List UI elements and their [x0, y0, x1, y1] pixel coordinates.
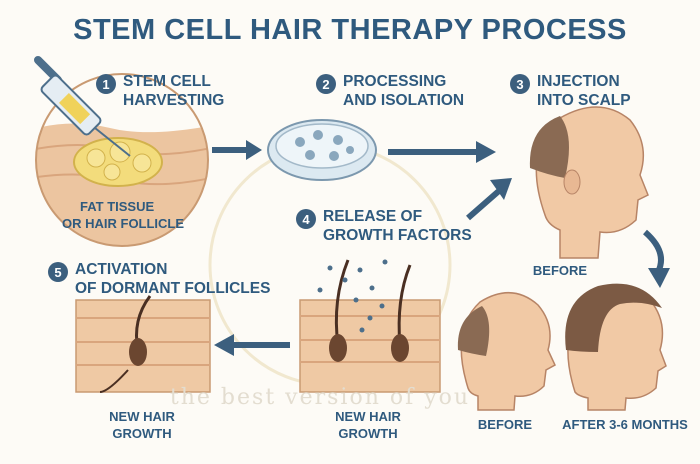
- step-5-line2: OF DORMANT FOLLICLES: [75, 280, 271, 297]
- step-2-line1: PROCESSING: [343, 73, 447, 90]
- fat-tissue-caption: FAT TISSUE OR HAIR FOLLICLE: [62, 198, 184, 232]
- arrow-2-to-3: [388, 141, 496, 163]
- step-3-label: 3 INJECTION INTO SCALP: [510, 72, 631, 110]
- step-1-label: 1 STEM CELL HARVESTING: [96, 72, 224, 110]
- growth-factors-illustration: [299, 259, 441, 393]
- watermark-text: the best version of you: [169, 385, 471, 410]
- head-after: [565, 283, 667, 411]
- dormant-follicle-illustration: [75, 295, 211, 393]
- step-5-line1: ACTIVATION: [75, 261, 168, 278]
- harvesting-illustration: [34, 56, 209, 247]
- step-3-line2: INTO SCALP: [537, 92, 631, 109]
- fat-tissue-line1: FAT TISSUE: [80, 199, 155, 214]
- step-2-number: 2: [316, 74, 336, 94]
- step-2-line2: AND ISOLATION: [343, 92, 465, 109]
- step-4-number: 4: [296, 209, 316, 229]
- arrow-1-to-2: [212, 140, 262, 160]
- syringe-icon: [34, 56, 131, 157]
- step-5-number: 5: [48, 262, 68, 282]
- step-3-number: 3: [510, 74, 530, 94]
- new-growth-mid-line2: GROWTH: [338, 426, 398, 441]
- new-growth-left-line1: NEW HAIR: [109, 409, 175, 424]
- step-4-line1: RELEASE OF: [323, 208, 423, 225]
- step-5-label: 5 ACTIVATION OF DORMANT FOLLICLES: [48, 260, 270, 298]
- arrow-3-down: [642, 229, 670, 288]
- step-4-line2: GROWTH FACTORS: [323, 227, 472, 244]
- petri-dish-illustration: [267, 119, 377, 181]
- new-growth-left-line2: GROWTH: [112, 426, 172, 441]
- step-1-number: 1: [96, 74, 116, 94]
- step-4-label: 4 RELEASE OF GROWTH FACTORS: [296, 207, 472, 245]
- before-top-caption: BEFORE: [532, 263, 588, 278]
- head-before-top: [529, 106, 649, 259]
- step-1-line1: STEM CELL: [123, 73, 211, 90]
- arrow-4-to-5: [214, 334, 290, 356]
- growth-factor-particles: [317, 259, 388, 333]
- arrow-4-to-3: [466, 178, 512, 221]
- new-hair-growth-left-caption: NEW HAIR GROWTH: [92, 408, 192, 442]
- step-1-line2: HARVESTING: [123, 92, 225, 109]
- fat-tissue-line2: OR HAIR FOLLICLE: [62, 216, 185, 231]
- page-title: STEM CELL HAIR THERAPY PROCESS: [73, 14, 627, 46]
- new-hair-growth-mid-caption: NEW HAIR GROWTH: [318, 408, 418, 442]
- step-3-line1: INJECTION: [537, 73, 620, 90]
- new-growth-mid-line1: NEW HAIR: [335, 409, 401, 424]
- after-caption: AFTER 3-6 MONTHS: [562, 417, 688, 432]
- step-2-label: 2 PROCESSING AND ISOLATION: [316, 72, 464, 110]
- before-bottom-caption: BEFORE: [477, 417, 533, 432]
- head-before-bottom: [457, 291, 556, 411]
